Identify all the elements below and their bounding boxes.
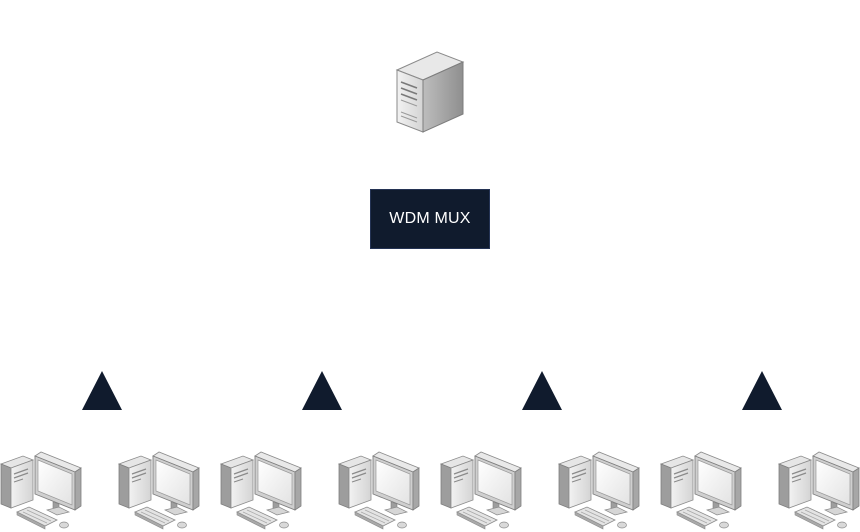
splitter-triangle-4 <box>742 371 782 410</box>
wdm-mux-box: WDM MUX <box>370 189 490 249</box>
client-computer-4 <box>338 451 420 530</box>
client-computer-3 <box>220 451 302 530</box>
client-computer-2 <box>118 451 200 530</box>
wdm-mux-label: WDM MUX <box>389 210 471 227</box>
splitter-triangle-1 <box>82 371 122 410</box>
client-computer-7 <box>660 451 742 530</box>
splitter-triangle-3 <box>522 371 562 410</box>
client-computer-8 <box>778 451 860 530</box>
server-tower-icon <box>395 51 465 133</box>
client-computer-6 <box>558 451 640 530</box>
client-computer-5 <box>440 451 522 530</box>
splitter-triangle-2 <box>302 371 342 410</box>
client-computer-1 <box>0 451 82 530</box>
